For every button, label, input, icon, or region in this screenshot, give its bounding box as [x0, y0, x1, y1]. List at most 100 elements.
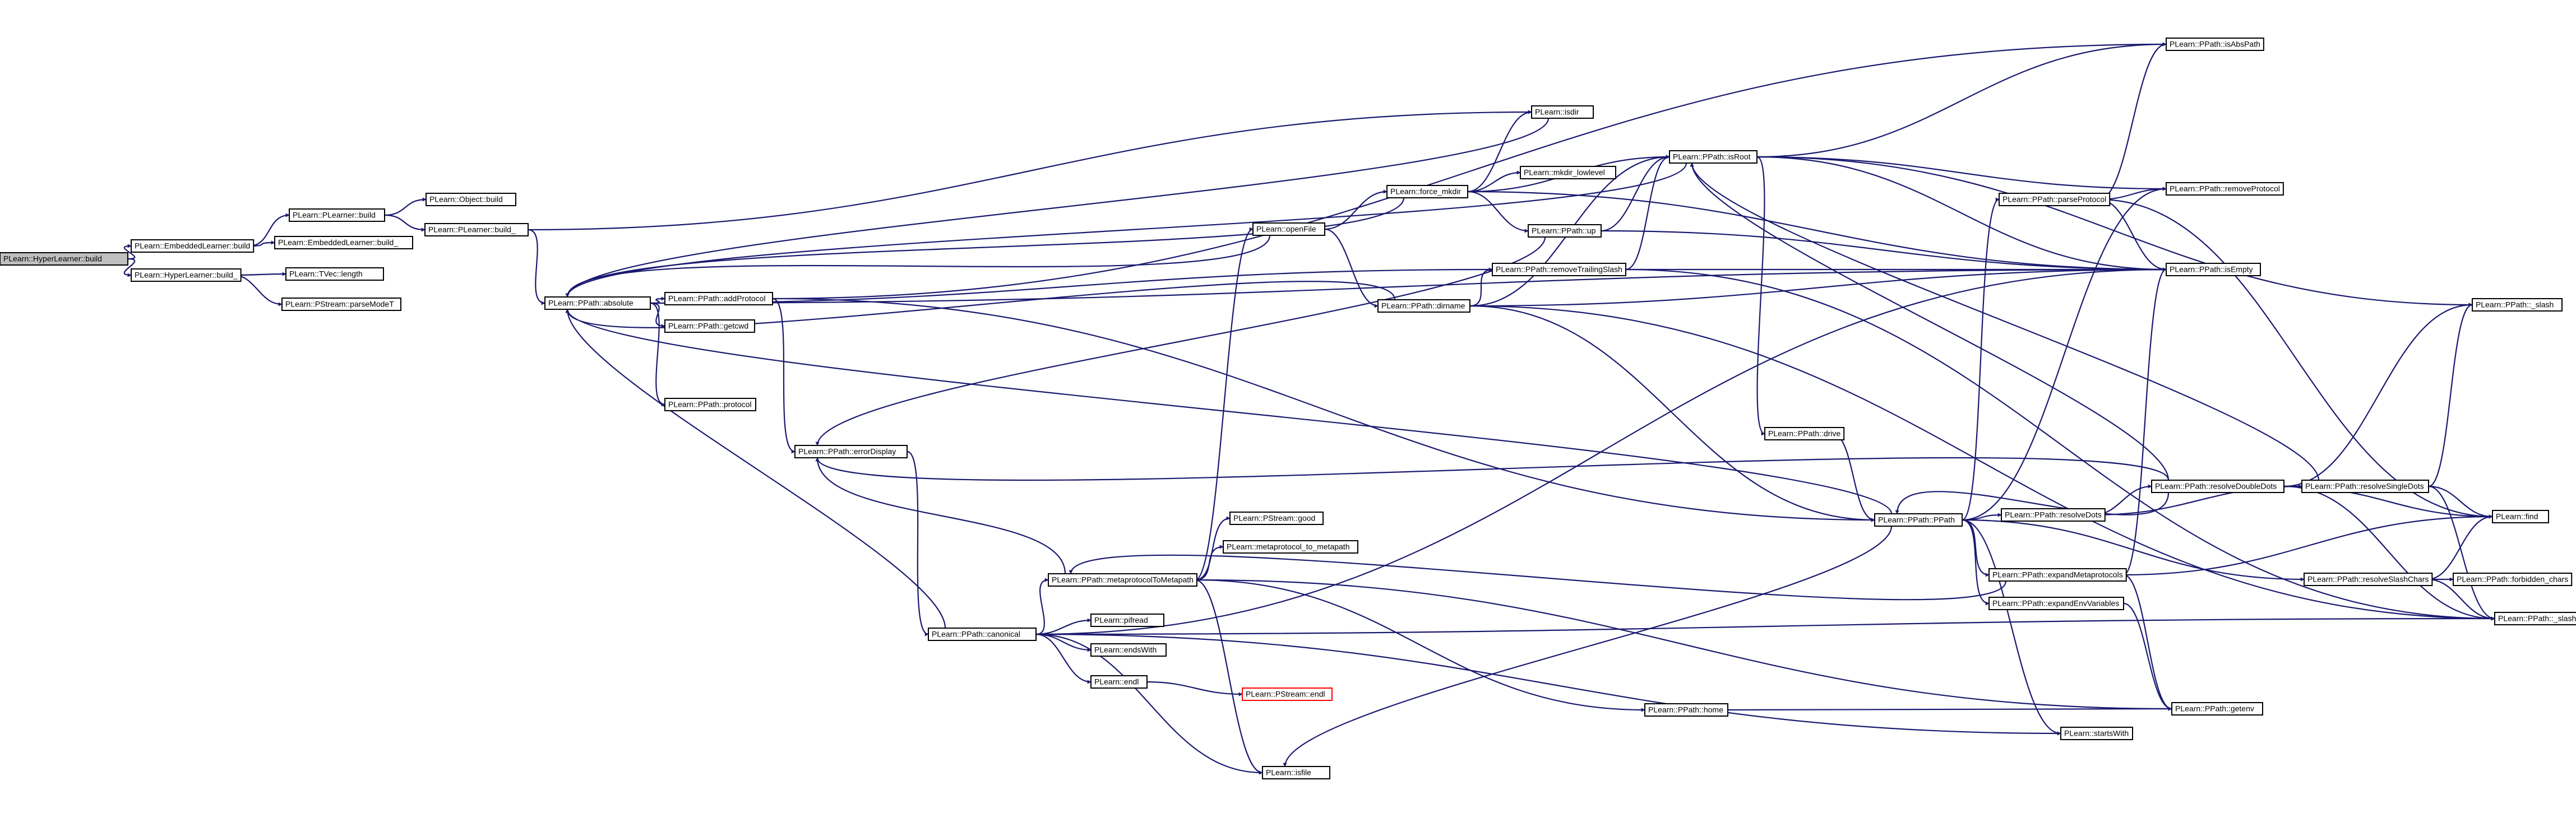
node-n7[interactable]: PLearn::TVec::length [285, 267, 384, 281]
node-n44[interactable]: PLearn::PPath::resolveSlashChars [2304, 573, 2433, 586]
node-n22[interactable]: PLearn::isfile [1262, 766, 1330, 779]
node-box[interactable] [2166, 38, 2264, 51]
node-box[interactable] [1531, 105, 1594, 119]
node-n21[interactable]: PLearn::metaprotocol_to_metapath [1223, 540, 1358, 554]
node-n4[interactable]: PLearn::EmbeddedLearner::build_ [274, 236, 413, 249]
node-n2[interactable]: PLearn::HyperLearner::build_ [131, 268, 242, 282]
node-box[interactable] [2151, 480, 2284, 493]
node-box[interactable] [1520, 166, 1616, 179]
node-n10[interactable]: PLearn::PPath::addProtocol [664, 292, 773, 305]
node-n47[interactable]: PLearn::find [2492, 510, 2549, 523]
node-n34[interactable]: PLearn::PPath::parseProtocol [1999, 193, 2111, 206]
node-box[interactable] [131, 268, 242, 282]
node-n49[interactable]: PLearn::PPath::_slash_char [2494, 612, 2576, 625]
node-n13[interactable]: PLearn::PPath::errorDisplay [794, 445, 908, 458]
node-box[interactable] [131, 239, 255, 253]
node-box[interactable] [274, 236, 413, 249]
node-box[interactable] [544, 296, 651, 310]
node-n33[interactable]: PLearn::PPath::home [1644, 703, 1728, 717]
node-box[interactable] [2472, 298, 2563, 312]
node-n6[interactable]: PLearn::PLearner::build_ [424, 223, 529, 236]
node-n39[interactable]: PLearn::PPath::isAbsPath [2166, 38, 2264, 51]
node-box[interactable] [1874, 513, 1963, 527]
node-box[interactable] [0, 252, 128, 266]
node-n38[interactable]: PLearn::startsWith [2060, 727, 2133, 740]
node-n18[interactable]: PLearn::endl [1090, 675, 1148, 689]
node-box[interactable] [1242, 687, 1333, 701]
node-box[interactable] [794, 445, 908, 458]
node-box[interactable] [664, 398, 756, 411]
node-n32[interactable]: PLearn::PPath::PPath [1874, 513, 1963, 527]
node-n35[interactable]: PLearn::PPath::resolveDots [2001, 508, 2106, 522]
node-n9[interactable]: PLearn::PPath::absolute [544, 296, 651, 310]
node-box[interactable] [1223, 540, 1358, 554]
node-box[interactable] [1090, 614, 1164, 627]
node-box[interactable] [2301, 480, 2429, 493]
node-box[interactable] [2060, 727, 2133, 740]
node-box[interactable] [1764, 427, 1845, 440]
node-n5[interactable]: PLearn::Object::build [426, 193, 516, 206]
node-box[interactable] [1377, 299, 1470, 313]
node-box[interactable] [2304, 573, 2433, 586]
node-n31[interactable]: PLearn::PPath::drive [1764, 427, 1845, 440]
node-n37[interactable]: PLearn::PPath::expandEnvVariables [1988, 597, 2124, 610]
node-box[interactable] [1999, 193, 2111, 206]
node-n24[interactable]: PLearn::force_mkdir [1386, 185, 1468, 198]
node-n0[interactable]: PLearn::HyperLearner::build [0, 252, 128, 266]
node-box[interactable] [2166, 263, 2261, 276]
node-n40[interactable]: PLearn::PPath::removeProtocol [2166, 182, 2284, 196]
node-box[interactable] [928, 628, 1037, 641]
node-n12[interactable]: PLearn::PPath::protocol [664, 398, 756, 411]
node-n17[interactable]: PLearn::endsWith [1090, 643, 1167, 657]
node-n45[interactable]: PLearn::PPath::getenv [2171, 702, 2263, 716]
node-n27[interactable]: PLearn::PPath::up [1528, 224, 1602, 238]
node-n25[interactable]: PLearn::isdir [1531, 105, 1594, 119]
node-n11[interactable]: PLearn::PPath::getcwd [664, 319, 755, 333]
node-n42[interactable]: PLearn::PPath::resolveDoubleDots [2151, 480, 2284, 493]
node-box[interactable] [1988, 597, 2124, 610]
node-box[interactable] [2492, 510, 2549, 523]
node-box[interactable] [1252, 222, 1325, 236]
node-box[interactable] [664, 292, 773, 305]
node-n15[interactable]: PLearn::PPath::metaprotocolToMetapath [1048, 573, 1197, 587]
node-box[interactable] [1669, 150, 1758, 164]
node-n48[interactable]: PLearn::PPath::forbidden_chars [2453, 573, 2573, 586]
node-n30[interactable]: PLearn::PPath::isRoot [1669, 150, 1758, 164]
node-n20[interactable]: PLearn::PStream::good [1229, 512, 1324, 525]
node-n46[interactable]: PLearn::PPath::_slash [2472, 298, 2563, 312]
node-box[interactable] [2171, 702, 2263, 716]
node-box[interactable] [1090, 643, 1167, 657]
node-box[interactable] [664, 319, 755, 333]
node-box[interactable] [2001, 508, 2106, 522]
node-box[interactable] [426, 193, 516, 206]
node-n1[interactable]: PLearn::EmbeddedLearner::build [131, 239, 255, 253]
node-n19[interactable]: PLearn::PStream::endl [1242, 687, 1333, 701]
node-box[interactable] [1229, 512, 1324, 525]
node-n16[interactable]: PLearn::pifread [1090, 614, 1164, 627]
node-n23[interactable]: PLearn::openFile [1252, 222, 1325, 236]
node-box[interactable] [2494, 612, 2576, 625]
node-n28[interactable]: PLearn::PPath::dirname [1377, 299, 1470, 313]
node-n3[interactable]: PLearn::PLearner::build [289, 208, 385, 222]
node-box[interactable] [1386, 185, 1468, 198]
node-n8[interactable]: PLearn::PStream::parseModeT [281, 298, 401, 311]
node-n41[interactable]: PLearn::PPath::isEmpty [2166, 263, 2261, 276]
node-box[interactable] [281, 298, 401, 311]
node-box[interactable] [1528, 224, 1602, 238]
node-box[interactable] [1090, 675, 1148, 689]
node-box[interactable] [1048, 573, 1197, 587]
node-box[interactable] [1988, 568, 2127, 582]
node-box[interactable] [424, 223, 529, 236]
node-box[interactable] [2453, 573, 2573, 586]
node-box[interactable] [2166, 182, 2284, 196]
node-box[interactable] [289, 208, 385, 222]
node-box[interactable] [1262, 766, 1330, 779]
node-n14[interactable]: PLearn::PPath::canonical [928, 628, 1037, 641]
node-box[interactable] [1492, 263, 1626, 276]
node-n36[interactable]: PLearn::PPath::expandMetaprotocols [1988, 568, 2127, 582]
node-box[interactable] [285, 267, 384, 281]
node-n29[interactable]: PLearn::PPath::removeTrailingSlash [1492, 263, 1626, 276]
node-n43[interactable]: PLearn::PPath::resolveSingleDots [2301, 480, 2429, 493]
node-n26[interactable]: PLearn::mkdir_lowlevel [1520, 166, 1616, 179]
node-box[interactable] [1644, 703, 1728, 717]
